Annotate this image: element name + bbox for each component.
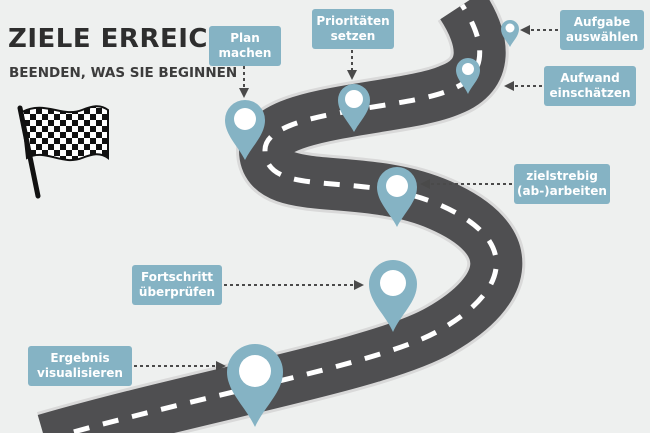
connector-arrowheads xyxy=(216,25,530,371)
step-label-plan: Plan machen xyxy=(209,26,281,66)
step-label-ergebnis: Ergebnis visualisieren xyxy=(28,346,132,386)
step-label-prioritaeten: Prioritäten setzen xyxy=(312,9,394,49)
map-pin-ergebnis xyxy=(227,344,283,427)
map-pin-aufwand xyxy=(456,58,480,94)
arrowhead-zielstrebig xyxy=(420,179,430,189)
arrowhead-prioritaeten xyxy=(347,70,357,80)
connectors xyxy=(134,29,558,367)
map-pin-plan xyxy=(225,100,265,160)
step-label-aufgabe: Aufgabe auswählen xyxy=(560,10,644,50)
page-subtitle: BEENDEN, WAS SIE BEGINNEN xyxy=(9,65,238,81)
map-pin-icon xyxy=(456,58,480,94)
arrowhead-ergebnis xyxy=(216,361,226,371)
arrowhead-aufwand xyxy=(504,81,514,91)
flag-cloth xyxy=(20,105,109,162)
map-pin-icon xyxy=(501,20,519,47)
flag-pole xyxy=(17,105,41,199)
step-label-fortschritt: Fortschritt überprüfen xyxy=(132,265,222,305)
step-label-zielstrebig: zielstrebig (ab-)arbeiten xyxy=(514,164,610,204)
step-label-aufwand: Aufwand einschätzen xyxy=(544,66,636,106)
map-pin-zielstrebig xyxy=(377,167,417,227)
checkered-flag-icon xyxy=(17,105,109,199)
map-pin-fortschritt xyxy=(369,260,417,332)
arrowhead-plan xyxy=(239,88,249,98)
arrowhead-fortschritt xyxy=(354,280,364,290)
map-pin-prioritaeten xyxy=(338,84,370,132)
map-pin-aufgabe xyxy=(501,20,519,47)
arrowhead-aufgabe xyxy=(520,25,530,35)
